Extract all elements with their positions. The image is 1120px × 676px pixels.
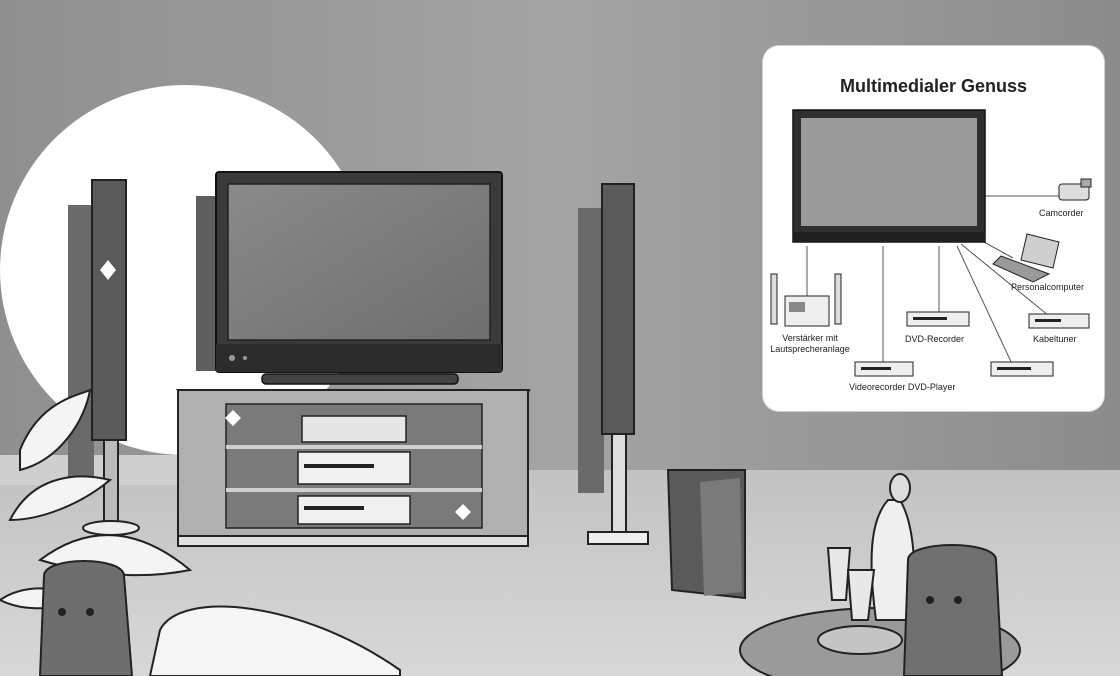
subwoofer bbox=[666, 469, 746, 600]
label-dvd-recorder: DVD-Recorder bbox=[905, 334, 965, 344]
left-tower-speaker bbox=[68, 179, 140, 536]
connection-diagram bbox=[770, 109, 1092, 377]
main-tv bbox=[196, 171, 503, 385]
tv-stand bbox=[175, 389, 531, 547]
front-right-speaker bbox=[902, 544, 1004, 676]
label-videorecorder-dvd-player: Videorecorder DVD-Player bbox=[849, 382, 956, 392]
amplifier-icon bbox=[770, 273, 842, 327]
label-cable-tuner: Kabeltuner bbox=[1033, 334, 1077, 344]
pillow bbox=[148, 605, 401, 676]
label-camcorder: Camcorder bbox=[1039, 208, 1084, 218]
panel-tv bbox=[792, 109, 986, 243]
dvd-recorder-icon bbox=[906, 311, 970, 327]
label-personal-computer: Personalcomputer bbox=[1011, 282, 1085, 292]
connection-diagram-panel: Multimedialer Genuss bbox=[763, 46, 1104, 411]
dvd-player-icon bbox=[990, 361, 1054, 377]
front-left-speaker bbox=[38, 560, 134, 676]
personal-computer-icon bbox=[992, 233, 1060, 283]
videorecorder-icon bbox=[854, 361, 914, 377]
panel-title: Multimedialer Genuss bbox=[839, 76, 1028, 96]
label-amplifier-line1: Verstärker mit bbox=[782, 333, 838, 343]
camcorder-icon bbox=[1058, 178, 1092, 201]
right-tower-speaker bbox=[578, 183, 649, 545]
label-amplifier-line2: Lautsprecheranlage bbox=[770, 344, 850, 354]
cable-tuner-icon bbox=[1028, 313, 1090, 329]
